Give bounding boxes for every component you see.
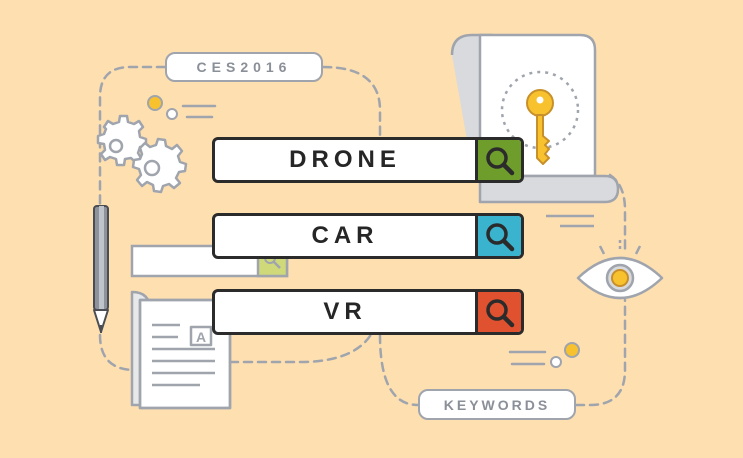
decor-dots-bottom-right <box>508 342 580 368</box>
gear-icon <box>131 137 188 194</box>
search-button-drone[interactable] <box>475 140 521 180</box>
search-icon <box>486 223 515 252</box>
search-button-car[interactable] <box>475 216 521 256</box>
search-query-vr[interactable]: VR <box>323 298 367 325</box>
tag-keywords: KEYWORDS <box>418 389 576 420</box>
pen-icon <box>93 205 109 333</box>
search-bar-car[interactable]: CAR <box>212 213 524 259</box>
search-icon <box>486 299 515 328</box>
decor-dots-top-left <box>147 95 217 120</box>
scroll-icon <box>450 33 620 228</box>
key-icon <box>500 70 580 165</box>
search-icon <box>486 147 515 176</box>
document-letter: A <box>196 329 206 345</box>
gear-icon <box>96 114 148 167</box>
search-query-drone[interactable]: DRONE <box>289 146 401 173</box>
search-query-car[interactable]: CAR <box>311 222 379 249</box>
tag-ces2016: CES2016 <box>165 52 323 82</box>
search-bar-drone[interactable]: DRONE <box>212 137 524 183</box>
search-bar-vr[interactable]: VR <box>212 289 524 335</box>
eye-icon <box>576 240 664 300</box>
search-button-vr[interactable] <box>475 292 521 332</box>
